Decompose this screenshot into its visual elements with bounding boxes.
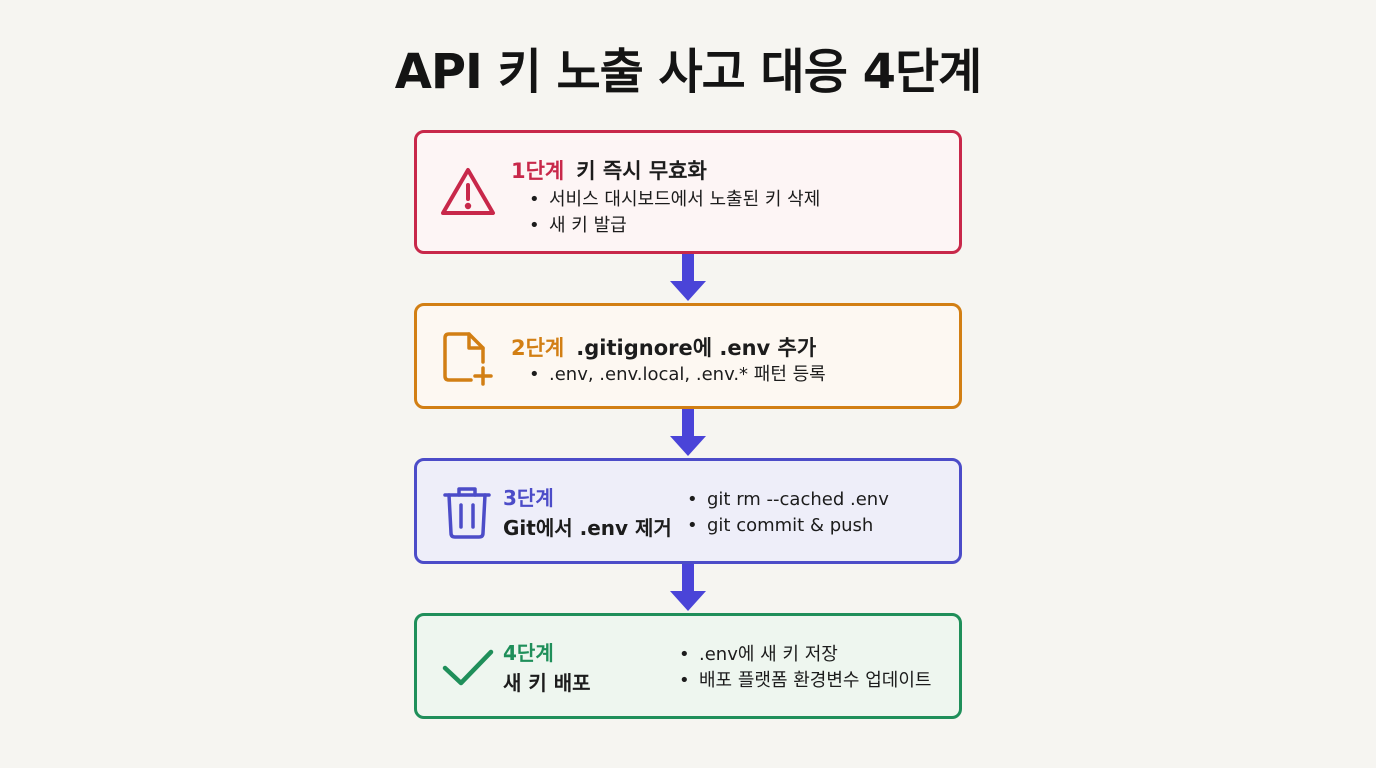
down-arrow-icon — [668, 409, 708, 458]
step-bullets: .env에 새 키 저장 배포 플랫폼 환경변수 업데이트 — [679, 642, 931, 694]
step-card-4: 4단계 새 키 배포 .env에 새 키 저장 배포 플랫폼 환경변수 업데이트 — [414, 613, 962, 719]
file-add-icon — [437, 326, 499, 388]
step-heading: 1단계 키 즉시 무효화 — [511, 155, 707, 185]
page-title: API 키 노출 사고 대응 4단계 — [394, 44, 983, 100]
list-item: git commit & push — [687, 513, 889, 539]
down-arrow-icon — [668, 564, 708, 613]
list-item: .env, .env.local, .env.* 패턴 등록 — [529, 362, 826, 388]
check-icon — [437, 636, 499, 698]
list-item: .env에 새 키 저장 — [679, 642, 931, 668]
step-number: 2단계 — [511, 336, 565, 360]
step-title: 키 즉시 무효화 — [576, 159, 707, 183]
step-number: 1단계 — [511, 159, 565, 183]
step-heading: 3단계 Git에서 .env 제거 — [503, 483, 672, 543]
step-bullets: 서비스 대시보드에서 노출된 키 삭제 새 키 발급 — [529, 187, 820, 239]
list-item: git rm --cached .env — [687, 487, 889, 513]
step-card-1: 1단계 키 즉시 무효화 서비스 대시보드에서 노출된 키 삭제 새 키 발급 — [414, 130, 962, 254]
trash-icon — [437, 481, 499, 543]
warning-icon — [437, 161, 499, 223]
list-item: 새 키 발급 — [529, 213, 820, 239]
step-heading: 4단계 새 키 배포 — [503, 638, 591, 698]
list-item: 서비스 대시보드에서 노출된 키 삭제 — [529, 187, 820, 213]
step-number: 3단계 — [503, 486, 554, 510]
step-card-2: 2단계 .gitignore에 .env 추가 .env, .env.local,… — [414, 303, 962, 409]
step-title: 새 키 배포 — [503, 671, 591, 695]
step-bullets: .env, .env.local, .env.* 패턴 등록 — [529, 362, 826, 388]
down-arrow-icon — [668, 254, 708, 303]
list-item: 배포 플랫폼 환경변수 업데이트 — [679, 668, 931, 694]
step-card-3: 3단계 Git에서 .env 제거 git rm --cached .env g… — [414, 458, 962, 564]
step-number: 4단계 — [503, 641, 554, 665]
step-heading: 2단계 .gitignore에 .env 추가 — [511, 332, 816, 362]
step-title: Git에서 .env 제거 — [503, 516, 672, 540]
step-title: .gitignore에 .env 추가 — [576, 336, 817, 360]
step-bullets: git rm --cached .env git commit & push — [687, 487, 889, 539]
